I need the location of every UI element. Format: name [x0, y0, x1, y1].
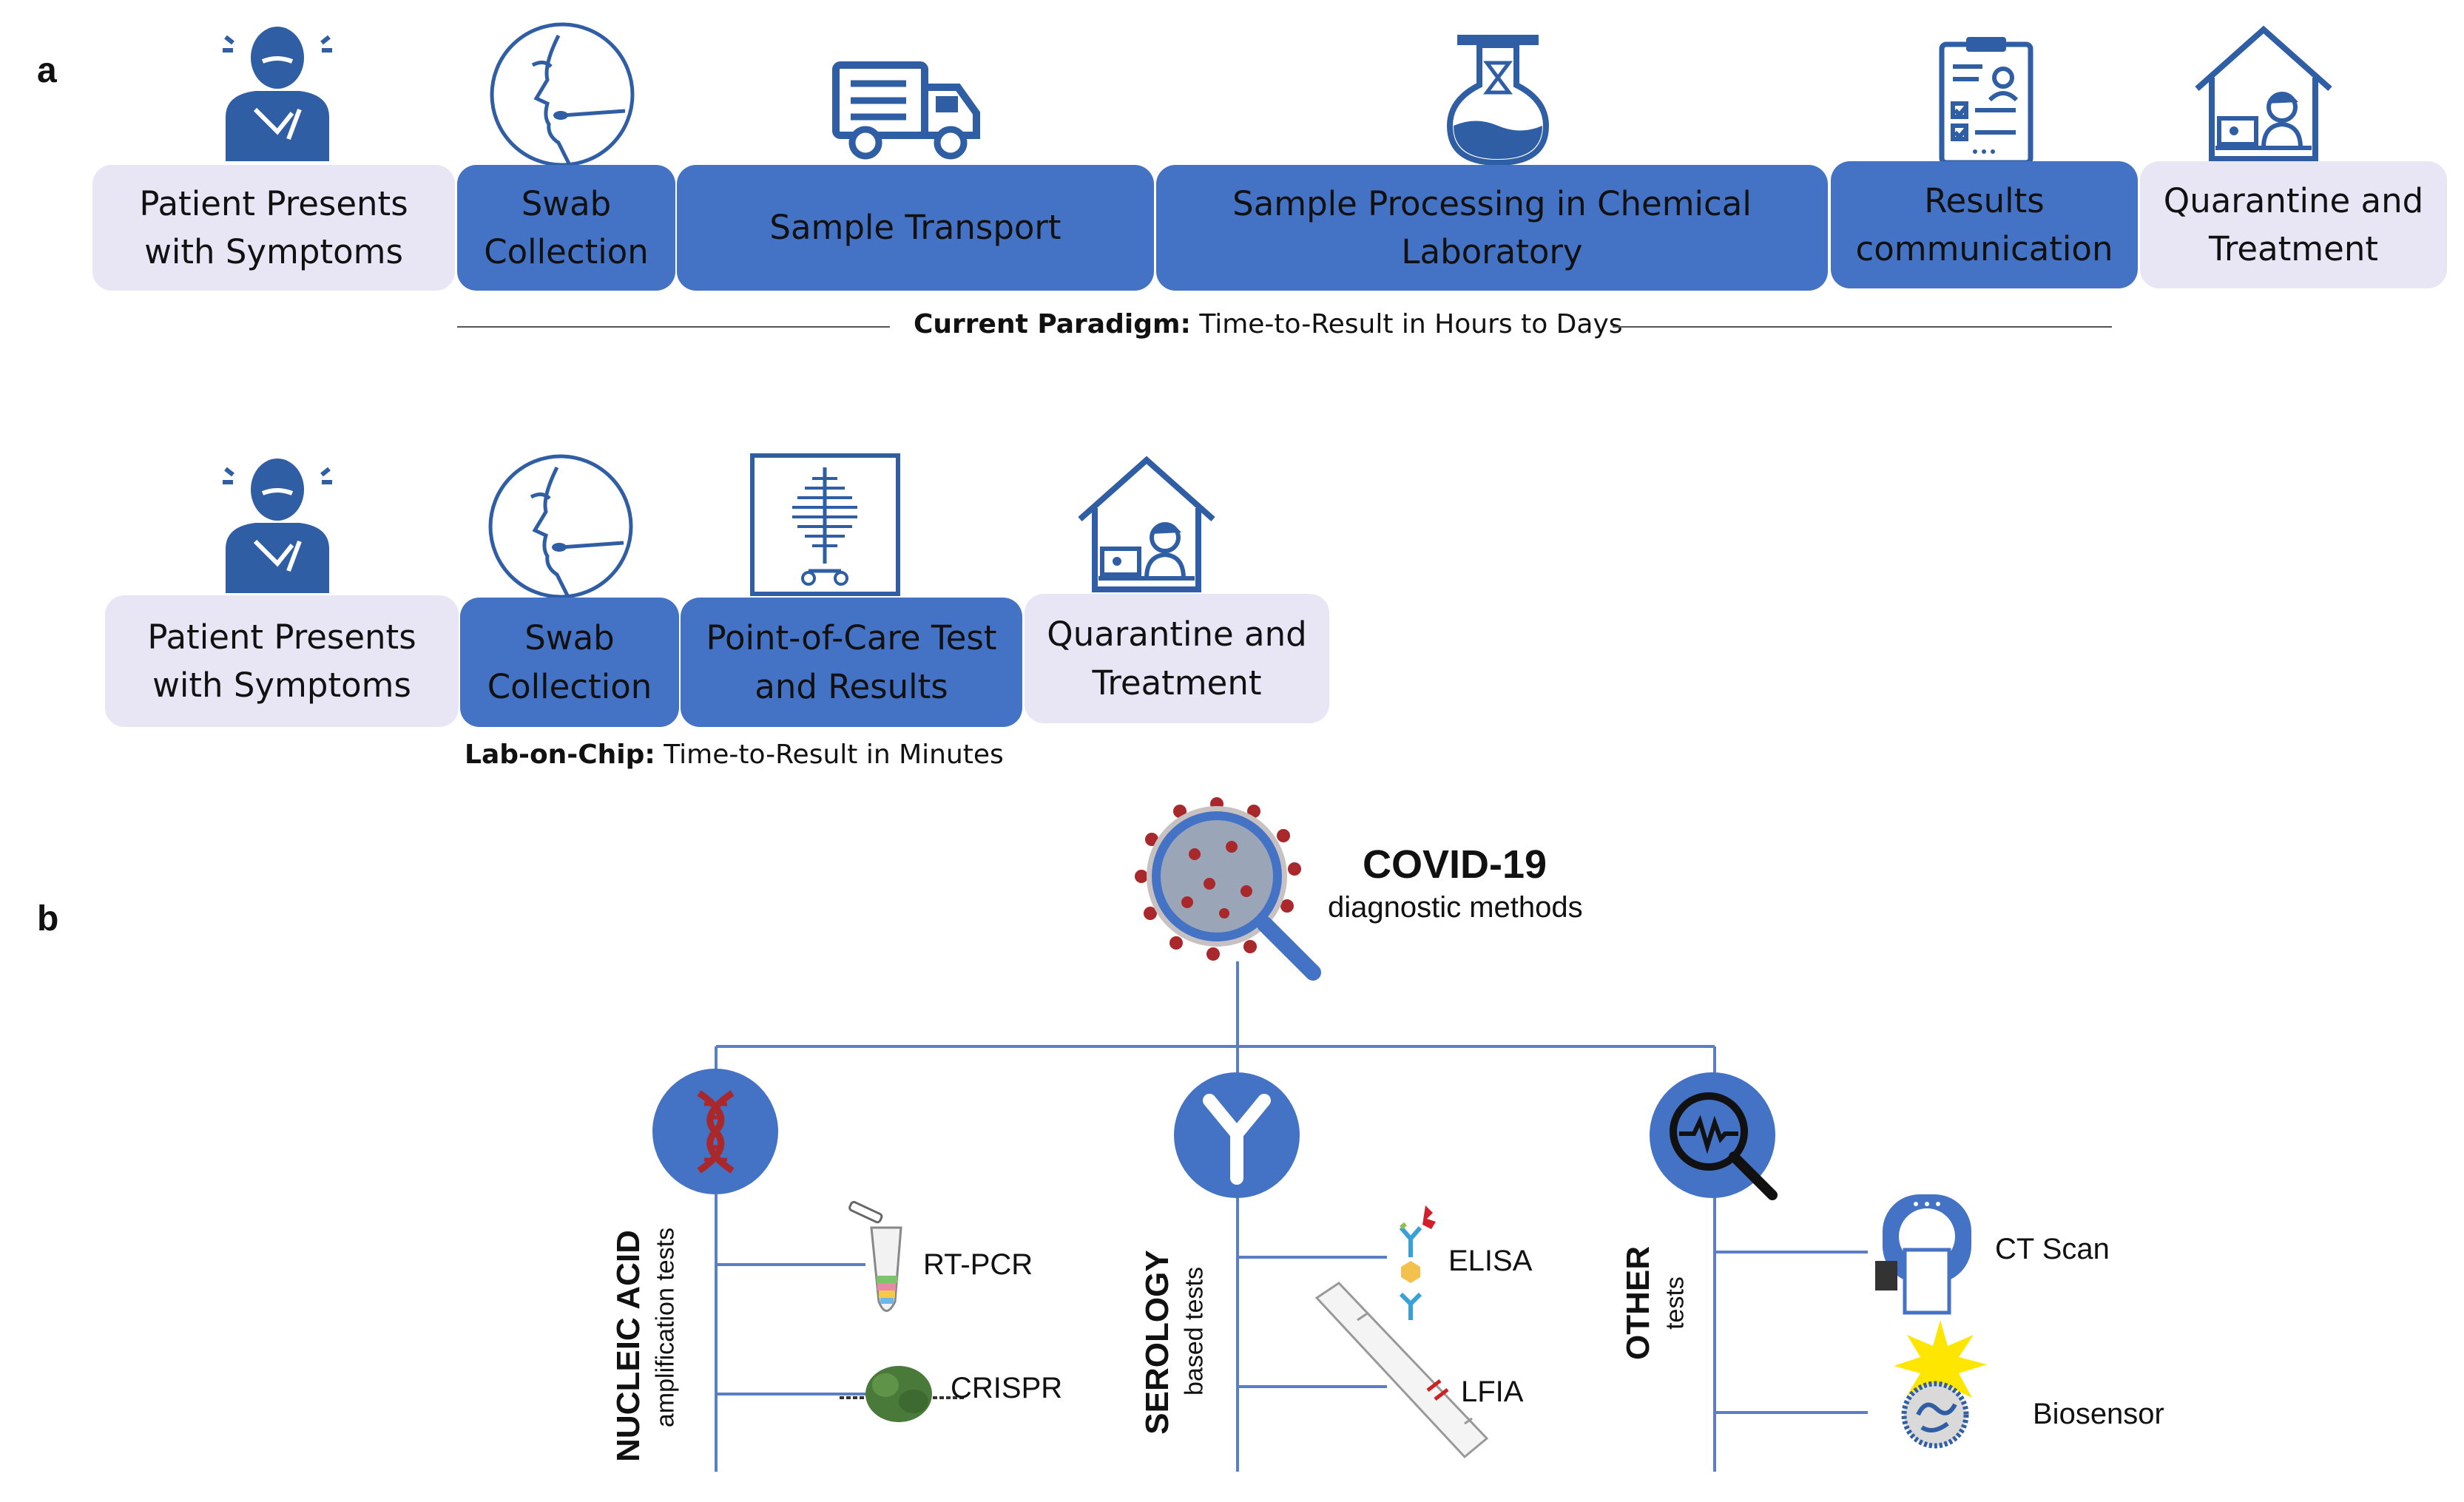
caption-bold: Lab-on-Chip:: [465, 740, 655, 770]
step-line2: with Symptoms: [152, 666, 411, 705]
root-subtitle: diagnostic methods: [1328, 891, 1583, 924]
step-patient-presents: Patient Presents with Symptoms: [92, 165, 455, 291]
step-line2: communication: [1855, 229, 2113, 268]
panel-b-label: b: [37, 899, 59, 938]
caption-line-left: [457, 326, 890, 328]
loc-step-patient-presents: Patient Presents with Symptoms: [105, 595, 459, 727]
step-line1: Results: [1924, 180, 2045, 220]
ct-scanner-icon: [1875, 1194, 1971, 1315]
category-nucleic-subtitle: amplification tests: [651, 1227, 680, 1428]
step-line1: Sample Processing in Chemical: [1232, 183, 1752, 223]
current-paradigm-caption: Current Paradigm: Time-to-Result in Hour…: [914, 309, 1623, 339]
virus-magnifier-icon: [1135, 797, 1321, 981]
step-line2: with Symptoms: [144, 232, 403, 271]
method-crispr: CRISPR: [951, 1372, 1063, 1404]
step-line1: Quarantine and: [1047, 615, 1307, 654]
method-rt-pcr: RT-PCR: [923, 1248, 1033, 1281]
category-other-subtitle: tests: [1661, 1276, 1690, 1330]
lateral-flow-strip-icon: [1314, 1282, 1489, 1459]
category-other-title: OTHER: [1620, 1246, 1656, 1360]
panel-a-label: a: [37, 51, 57, 90]
sick-patient-icon: [223, 459, 332, 593]
method-ct-scan: CT Scan: [1995, 1233, 2110, 1265]
root-title: COVID-19: [1363, 842, 1547, 887]
step-line1: Patient Presents: [147, 617, 416, 657]
delivery-truck-icon: [832, 61, 980, 160]
caption-text: Time-to-Result in Minutes: [655, 740, 1004, 770]
clipboard-report-icon: [1939, 37, 2033, 166]
category-serology-subtitle: based tests: [1180, 1267, 1209, 1396]
home-quarantine-icon: [2195, 25, 2332, 162]
biosensor-icon: [1894, 1320, 1987, 1449]
poc-device-icon: [750, 453, 900, 596]
category-serology-title: SEROLOGY: [1139, 1250, 1175, 1435]
caption-text: Time-to-Result in Hours to Days: [1190, 309, 1623, 339]
crispr-complex-icon: [840, 1366, 965, 1422]
lab-flask-icon: [1446, 35, 1550, 166]
signal-magnifier-icon: [1650, 1072, 1778, 1200]
loc-step-point-of-care: Point-of-Care Test and Results: [681, 598, 1022, 727]
step-results-communication: Results communication: [1831, 161, 2138, 288]
dna-icon: [652, 1069, 778, 1194]
step-line2: Collection: [487, 666, 652, 706]
method-lfia: LFIA: [1461, 1376, 1524, 1408]
step-line2: Laboratory: [1401, 232, 1583, 271]
swab-face-icon: [488, 454, 633, 599]
step-line2: Treatment: [1092, 663, 1262, 703]
step-line1: Swab: [521, 183, 612, 223]
step-sample-transport: Sample Transport: [677, 165, 1154, 291]
method-biosensor: Biosensor: [2033, 1398, 2164, 1430]
step-line2: and Results: [755, 666, 948, 706]
caption-bold: Current Paradigm:: [914, 309, 1191, 339]
home-quarantine-icon: [1078, 456, 1215, 592]
step-line1: Swab: [524, 618, 615, 658]
step-line2: Treatment: [2209, 229, 2378, 268]
elisa-antibody-icon: [1399, 1205, 1436, 1320]
lab-on-chip-caption: Lab-on-Chip: Time-to-Result in Minutes: [465, 740, 1004, 770]
step-line1: Sample Transport: [769, 208, 1061, 248]
step-line2: Collection: [484, 232, 649, 271]
category-nucleic-title: NUCLEIC ACID: [610, 1230, 647, 1462]
antibody-icon: [1174, 1072, 1300, 1198]
pcr-tube-icon: [848, 1200, 902, 1312]
step-line1: Quarantine and: [2163, 180, 2424, 220]
caption-line-right: [1613, 326, 2112, 328]
sick-patient-icon: [223, 27, 332, 161]
step-line1: Patient Presents: [139, 183, 408, 223]
step-line1: Point-of-Care Test: [706, 618, 997, 658]
method-elisa: ELISA: [1448, 1245, 1533, 1277]
